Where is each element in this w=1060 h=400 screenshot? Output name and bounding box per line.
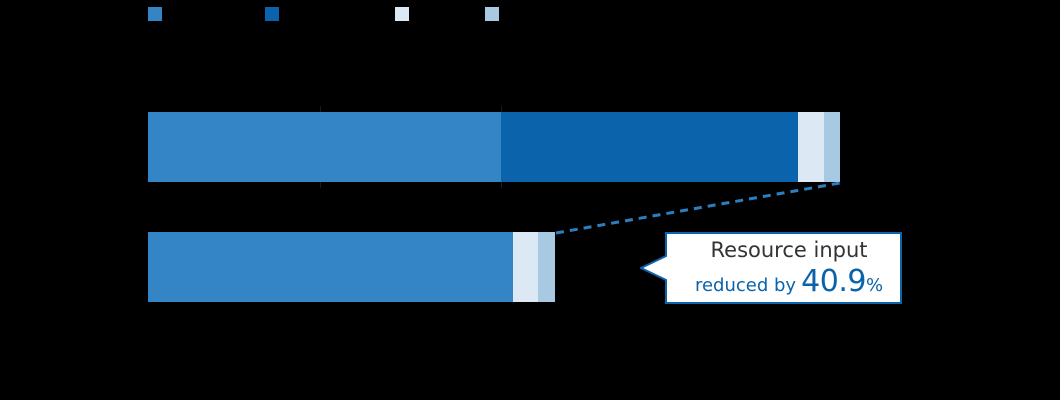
gridline-tick-bottom [501, 182, 502, 188]
callout-prefix: reduced by [694, 275, 797, 296]
bar-segment-2-1 [148, 232, 513, 302]
callout-title: Resource input [710, 238, 868, 262]
callout-value-line: reduced by 40.9% [686, 265, 892, 303]
bar-segment-1-3 [798, 112, 824, 182]
gridline-tick-top [320, 106, 321, 112]
bar-segment-2-2 [513, 232, 538, 302]
bar-segment-1-4 [824, 112, 840, 182]
legend-swatch-4 [485, 7, 499, 21]
bar-segment-2-3 [538, 232, 555, 302]
callout-shape [640, 232, 902, 304]
legend-swatch-1 [148, 7, 162, 21]
callout-value: 40.9 [801, 264, 866, 299]
legend-swatch-3 [395, 7, 409, 21]
bar-segment-1-1 [148, 112, 501, 182]
callout-unit: % [865, 275, 884, 296]
gridline-tick-bottom-2 [320, 182, 321, 188]
legend-swatch-2 [265, 7, 279, 21]
gridline-tick-top-2 [501, 106, 502, 112]
reduction-callout: Resource input reduced by 40.9% [640, 232, 902, 304]
bar-row-reduced [0, 232, 1060, 302]
bar-row-baseline [0, 112, 1060, 182]
bar-segment-1-2 [501, 112, 798, 182]
